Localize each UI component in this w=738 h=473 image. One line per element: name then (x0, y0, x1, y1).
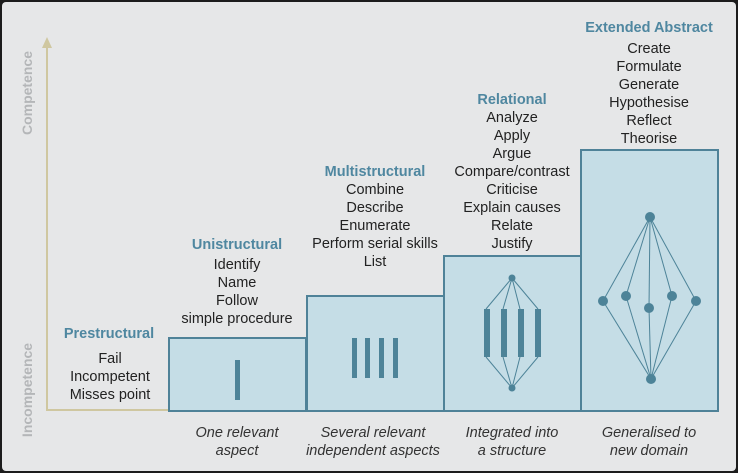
single-bar-icon (235, 360, 240, 400)
level-multistructural: Multistructural Combine Describe Enumera… (312, 164, 438, 270)
verb: Theorise (621, 131, 677, 147)
verb: Name (218, 275, 257, 291)
captions: One relevant aspect Several relevant ind… (195, 425, 696, 459)
verb: Identify (214, 257, 261, 273)
node (667, 291, 677, 301)
axis-arrow-icon (42, 37, 52, 48)
bar (393, 338, 398, 378)
verb: Describe (346, 200, 403, 216)
verb: Relate (491, 218, 533, 234)
level-title: Extended Abstract (585, 20, 713, 36)
verb: Explain causes (463, 200, 561, 216)
verb: Create (627, 41, 671, 57)
connected-bars-icon (484, 274, 541, 392)
caption-relational: Integrated into (466, 425, 559, 441)
verb: Hypothesise (609, 95, 689, 111)
bar (352, 338, 357, 378)
caption-unistructural: aspect (216, 443, 260, 459)
bar (535, 309, 541, 357)
verb: Follow (216, 293, 258, 309)
axes: Competence Incompetence (19, 37, 170, 437)
verb: Reflect (626, 113, 671, 129)
verb: simple procedure (181, 311, 292, 327)
axis-label-incompetence: Incompetence (19, 343, 35, 437)
verb: Combine (346, 182, 404, 198)
level-extended-abstract: Extended Abstract Create Formulate Gener… (585, 20, 713, 147)
caption-multistructural: independent aspects (306, 443, 440, 459)
bar (518, 309, 524, 357)
four-bars-icon (352, 338, 398, 378)
caption-extended-abstract: new domain (610, 443, 688, 459)
level-prestructural: Prestructural Fail Incompetent Misses po… (64, 326, 154, 403)
verb: Apply (494, 128, 531, 144)
verb: Incompetent (70, 369, 150, 385)
level-title: Multistructural (325, 164, 426, 180)
caption-multistructural: Several relevant (321, 425, 427, 441)
node (645, 212, 655, 222)
verb: Analyze (486, 110, 538, 126)
step-box-multistructural (306, 295, 445, 412)
caption-extended-abstract: Generalised to (602, 425, 696, 441)
node (691, 296, 701, 306)
node (644, 303, 654, 313)
step-boxes (168, 149, 719, 412)
bar (501, 309, 507, 357)
caption-relational: a structure (478, 443, 547, 459)
verb: Criticise (486, 182, 538, 198)
verb: List (364, 254, 387, 270)
verb: Perform serial skills (312, 236, 438, 252)
bar (484, 309, 490, 357)
node (621, 291, 631, 301)
level-relational: Relational Analyze Apply Argue Compare/c… (454, 92, 569, 252)
caption-unistructural: One relevant (195, 425, 279, 441)
diamond-network-icon (598, 212, 701, 384)
node (508, 274, 516, 282)
node (508, 384, 516, 392)
level-title: Unistructural (192, 237, 282, 253)
level-title: Prestructural (64, 326, 154, 342)
bar (365, 338, 370, 378)
bar (235, 360, 240, 400)
verb: Argue (493, 146, 532, 162)
level-title: Relational (477, 92, 546, 108)
level-unistructural: Unistructural Identify Name Follow simpl… (181, 237, 292, 327)
verb: Formulate (616, 59, 681, 75)
verb: Justify (491, 236, 533, 252)
verb: Compare/contrast (454, 164, 569, 180)
bar (379, 338, 384, 378)
verb: Enumerate (340, 218, 411, 234)
verb: Misses point (70, 387, 151, 403)
verb: Generate (619, 77, 679, 93)
axis-label-competence: Competence (19, 51, 35, 135)
node (646, 374, 656, 384)
verb: Fail (98, 351, 121, 367)
node (598, 296, 608, 306)
